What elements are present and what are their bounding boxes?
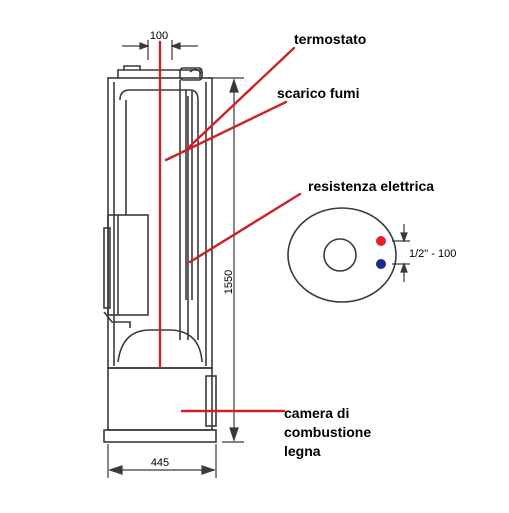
label-camera-line2: combustione bbox=[284, 424, 371, 440]
label-camera-line3: legna bbox=[284, 443, 321, 459]
label-scarico-fumi: scarico fumi bbox=[277, 85, 359, 101]
boiler-outline bbox=[103, 65, 217, 443]
dimension-height-label: 1550 bbox=[223, 270, 235, 294]
dimension-top bbox=[122, 40, 198, 60]
dimension-top-label: 100 bbox=[150, 30, 168, 42]
dimension-connection bbox=[392, 224, 410, 282]
plan-view bbox=[287, 207, 397, 303]
leader-termostato bbox=[186, 46, 296, 150]
label-termostato: termostato bbox=[294, 31, 366, 47]
cold-connection-dot bbox=[376, 259, 386, 269]
dimension-height bbox=[208, 77, 244, 443]
dimension-base bbox=[107, 444, 217, 478]
leader-resistenza bbox=[188, 192, 302, 264]
label-camera-line1: camera di bbox=[284, 405, 349, 421]
dimension-connection-label: 1/2" - 100 bbox=[409, 248, 456, 260]
leader-lines bbox=[158, 40, 302, 413]
leader-scarico-fumi bbox=[164, 100, 288, 162]
label-resistenza: resistenza elettrica bbox=[308, 178, 434, 194]
dimension-base-label: 445 bbox=[151, 457, 169, 469]
hot-connection-dot bbox=[376, 236, 386, 246]
